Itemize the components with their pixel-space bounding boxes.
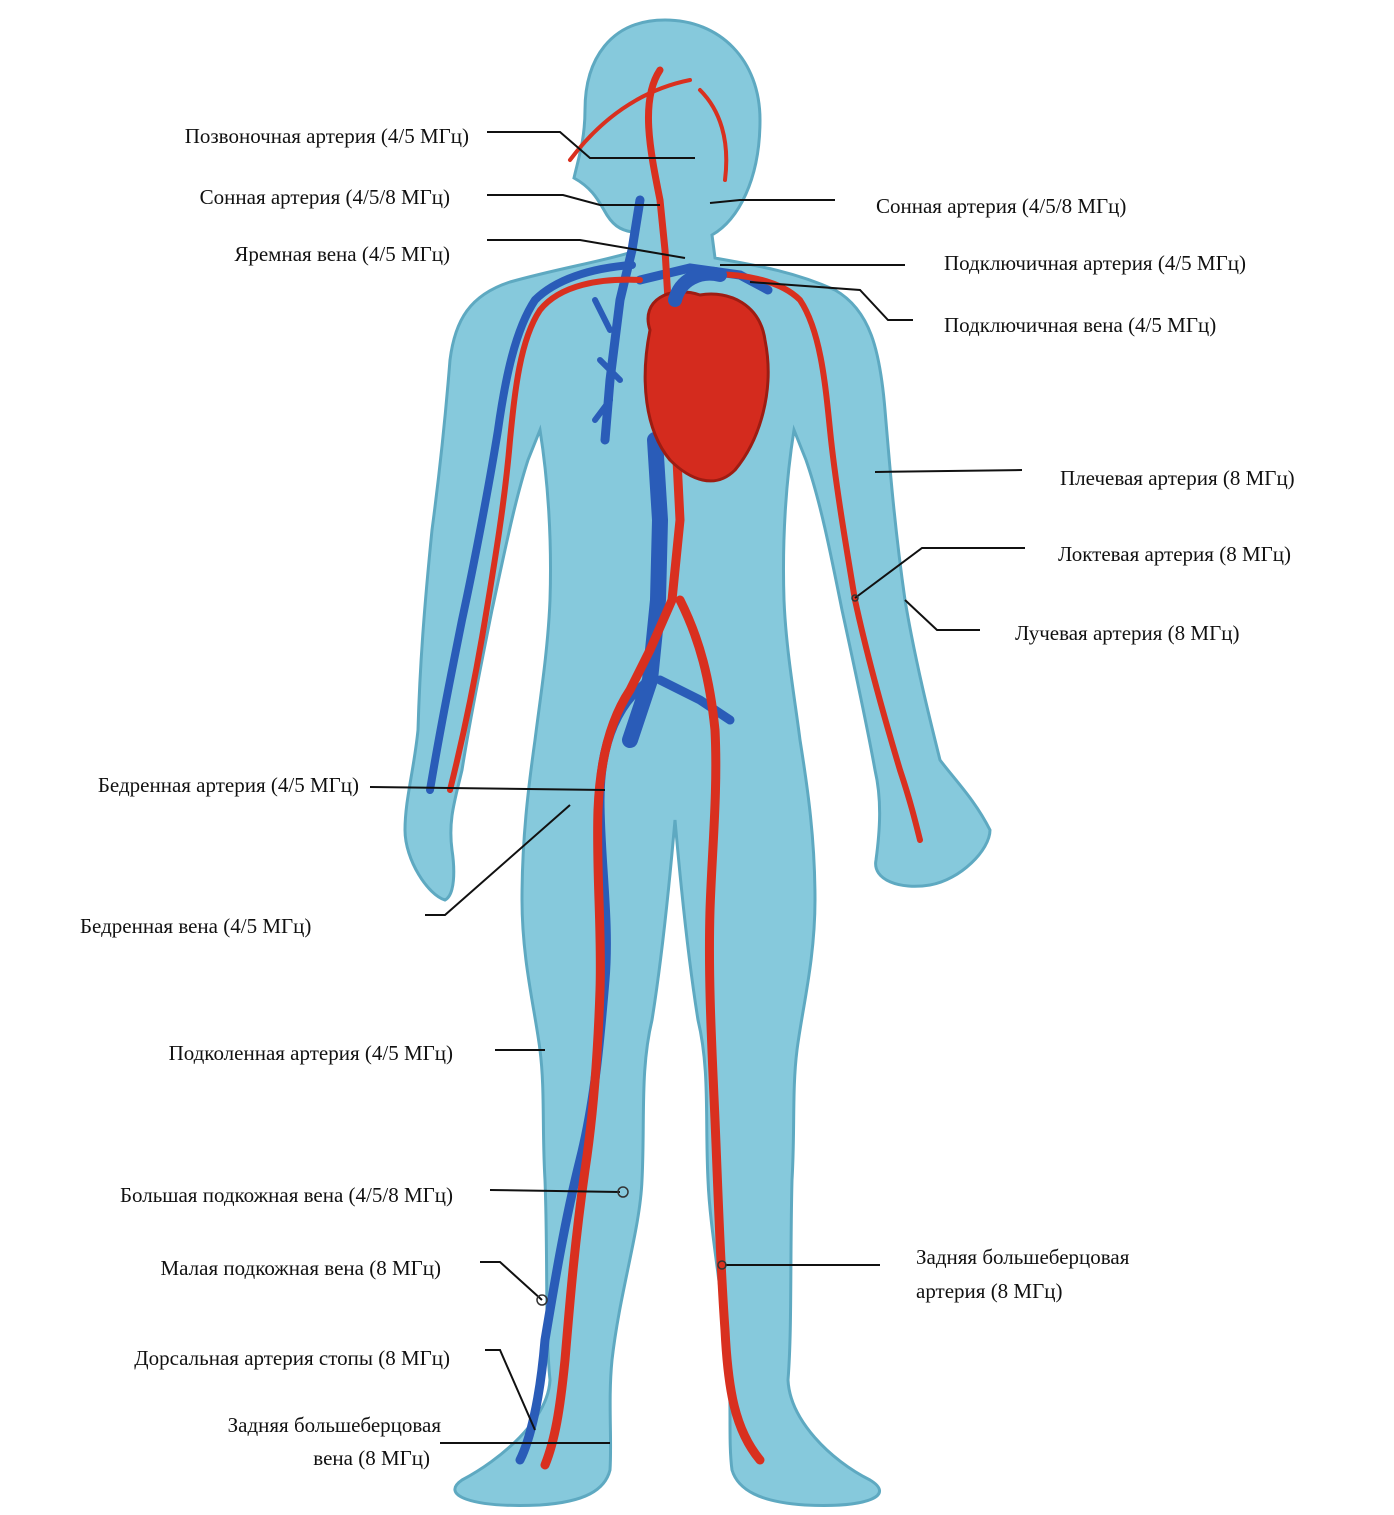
label-ulnar-artery: Локтевая артерия (8 МГц) — [1058, 541, 1291, 567]
label-posterior-tibial-vein-line1: Задняя большеберцовая — [228, 1412, 441, 1438]
label-brachial-artery: Плечевая артерия (8 МГц) — [1060, 465, 1295, 491]
label-great-saphenous-vein: Большая подкожная вена (4/5/8 МГц) — [120, 1182, 453, 1208]
label-posterior-tibial-artery-line1: Задняя большеберцовая — [916, 1244, 1129, 1270]
label-subclavian-artery: Подключичная артерия (4/5 МГц) — [944, 250, 1246, 276]
label-carotid-artery-right: Сонная артерия (4/5/8 МГц) — [876, 193, 1126, 219]
label-jugular-vein: Яремная вена (4/5 МГц) — [234, 241, 450, 267]
label-posterior-tibial-artery-line2: артерия (8 МГц) — [916, 1278, 1062, 1304]
label-subclavian-vein: Подключичная вена (4/5 МГц) — [944, 312, 1216, 338]
label-vertebral-artery: Позвоночная артерия (4/5 МГц) — [185, 123, 469, 149]
label-radial-artery: Лучевая артерия (8 МГц) — [1015, 620, 1239, 646]
label-posterior-tibial-vein-line2: вена (8 МГц) — [313, 1445, 430, 1471]
label-carotid-artery-left: Сонная артерия (4/5/8 МГц) — [200, 184, 450, 210]
label-small-saphenous-vein: Малая подкожная вена (8 МГц) — [160, 1255, 441, 1281]
label-femoral-artery: Бедренная артерия (4/5 МГц) — [98, 772, 359, 798]
label-popliteal-artery: Подколенная артерия (4/5 МГц) — [169, 1040, 453, 1066]
label-dorsal-pedal-artery: Дорсальная артерия стопы (8 МГц) — [134, 1345, 450, 1371]
leader-small-saphenous-vein — [480, 1262, 542, 1300]
leader-dorsal-pedal-artery — [485, 1350, 535, 1430]
label-femoral-vein: Бедренная вена (4/5 МГц) — [80, 913, 311, 939]
body-silhouette — [405, 20, 990, 1505]
leader-radial-artery — [905, 600, 980, 630]
leader-brachial-artery — [875, 470, 1022, 472]
